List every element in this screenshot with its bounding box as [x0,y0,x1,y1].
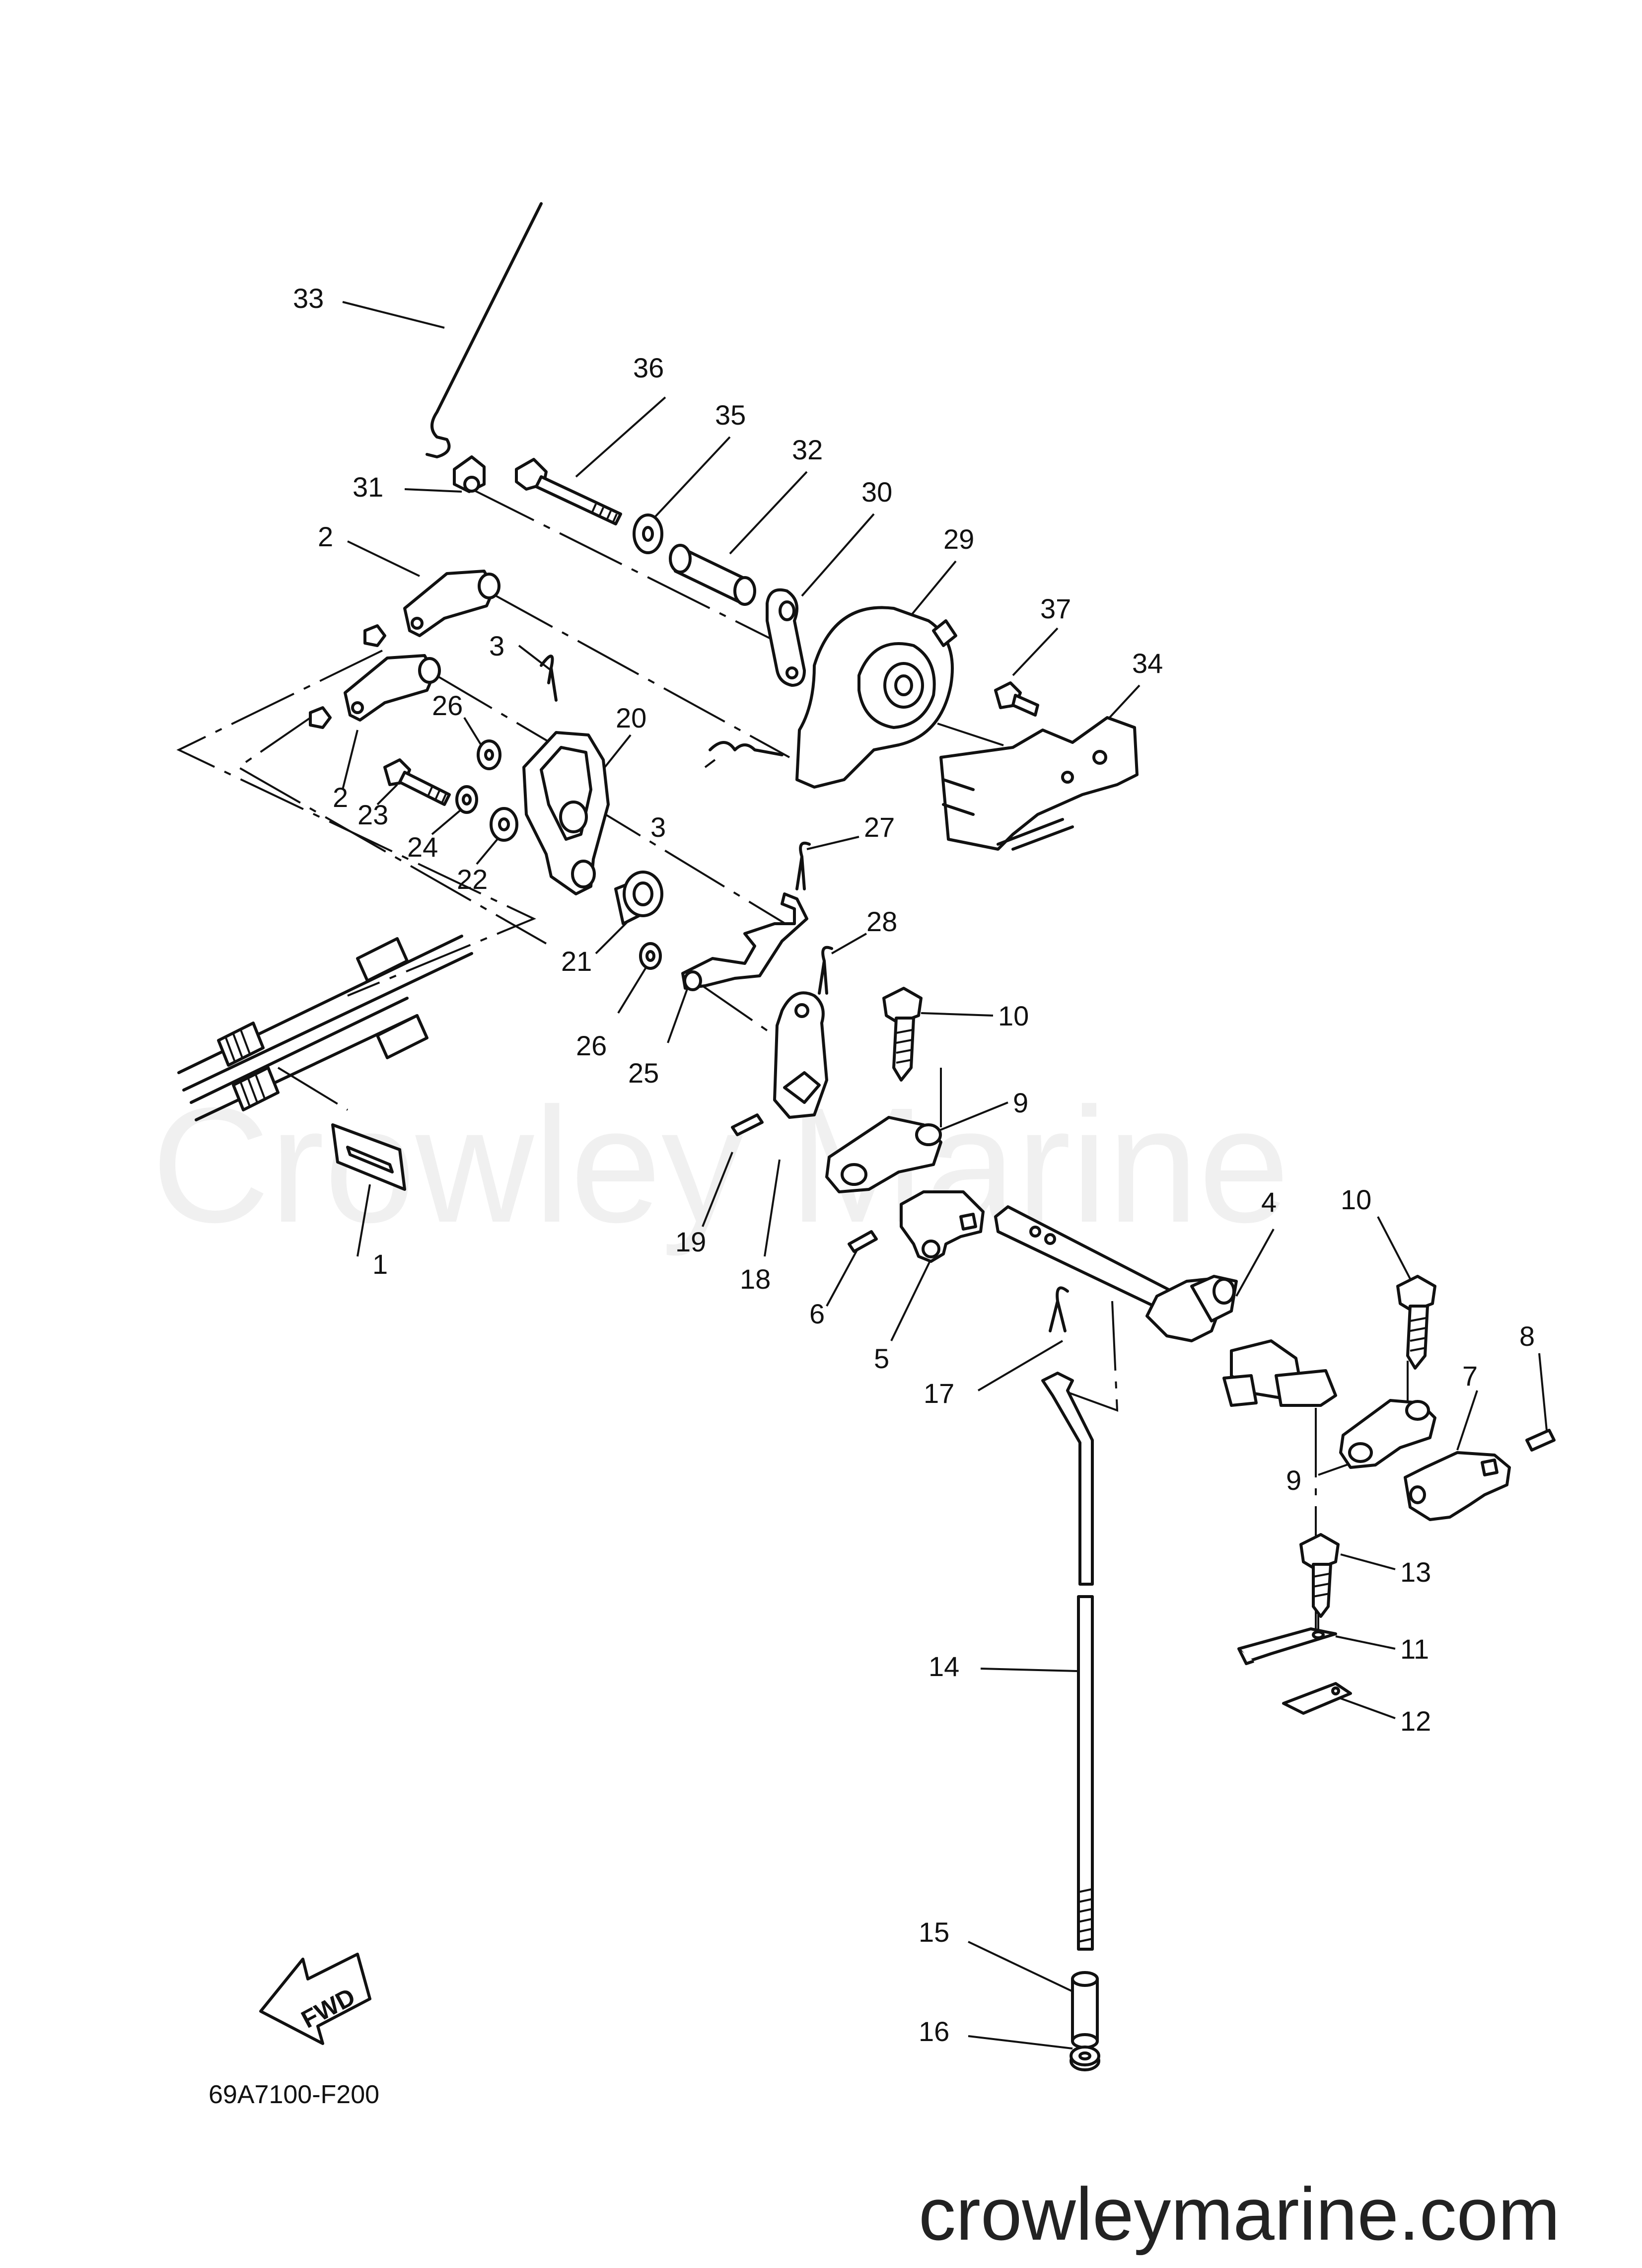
label-19: 19 [675,1226,706,1257]
label-15: 15 [919,1916,949,1948]
label-16: 16 [919,2016,949,2047]
label-32: 32 [792,434,823,465]
label-23: 23 [357,799,388,830]
part-32-collar [669,544,756,606]
part-25-crank [681,892,808,991]
part-21-collar [614,871,663,925]
part-7-arm [1404,1451,1511,1521]
label-26-upper: 26 [432,690,463,721]
label-8: 8 [1519,1320,1535,1352]
part-9-clamp-right [1339,1399,1436,1469]
part-16-washer [1070,2046,1100,2071]
part-labels: 1 2 2 3 3 4 5 6 7 8 9 9 10 10 11 12 13 1… [293,283,1535,2047]
part-11-plate [1237,1627,1337,1665]
part-28-pin [818,946,833,995]
part-26-washer-lower [639,942,662,970]
part-6-pin [848,1230,878,1253]
label-5: 5 [874,1343,889,1374]
part-30-link [766,588,806,687]
part-4-shaft [994,1205,1337,1407]
part-33-rod [426,202,543,458]
part-10-bolt-upper [882,987,923,1082]
part-27-pin [795,841,811,890]
part-18-lever [773,991,828,1119]
label-29: 29 [943,523,974,555]
label-6: 6 [809,1298,825,1329]
part-2-joint-upper [403,570,500,637]
label-28: 28 [866,906,897,937]
label-33: 33 [293,283,324,314]
part-10-bolt-right [1396,1275,1436,1370]
label-7: 7 [1462,1360,1478,1391]
alignment-lines [176,488,1409,1634]
label-3-lower: 3 [650,811,666,843]
part-31-clip [453,455,486,493]
part-20-lever [522,731,610,895]
part-3-pin-lower [709,741,784,756]
label-37: 37 [1040,593,1071,624]
label-24: 24 [407,831,438,863]
part-36-bolt [515,458,622,525]
website-text: crowleymarine.com [919,2172,1560,2256]
label-11: 11 [1400,1633,1429,1665]
label-3-upper: 3 [489,630,504,661]
watermark: Crowley Marine [151,1073,1289,1257]
label-2-upper: 2 [318,521,333,552]
label-9-upper: 9 [1013,1087,1028,1118]
part-9-clamp-upper [825,1116,942,1193]
part-15-collar [1071,1971,1099,2049]
label-26-lower: 26 [576,1030,607,1061]
label-12: 12 [1400,1705,1431,1737]
label-10-upper: 10 [998,1000,1029,1031]
label-25: 25 [628,1057,659,1089]
label-20: 20 [616,702,646,733]
label-31: 31 [353,471,383,503]
label-18: 18 [740,1263,771,1295]
part-34-bracket [939,716,1139,851]
part-5-arm [900,1190,985,1263]
part-23-bolt [383,758,451,806]
label-22: 22 [457,864,488,895]
part-19-pin [731,1113,764,1136]
label-2-lower: 2 [333,782,348,813]
label-34: 34 [1132,648,1163,679]
part-3-pin-upper [540,655,558,702]
part-8-pin [1525,1429,1556,1452]
label-14: 14 [928,1651,959,1682]
part-17-pin [1049,1286,1069,1332]
part-26-washer-upper [477,739,501,770]
label-4: 4 [1261,1186,1277,1218]
label-21: 21 [561,946,592,977]
label-17: 17 [924,1378,954,1409]
part-22-washer [490,807,518,842]
part-37-bolt [994,681,1039,717]
label-9-lower: 9 [1286,1464,1301,1496]
label-10-right: 10 [1341,1184,1371,1215]
label-1: 1 [372,1248,388,1280]
label-35: 35 [715,399,746,431]
part-29-cam [795,606,957,789]
label-30: 30 [861,476,892,508]
part-35-washer [633,513,663,554]
part-2-joint-lower [344,654,441,722]
part-12-plate [1282,1682,1352,1715]
label-13: 13 [1400,1556,1431,1588]
fwd-arrow-icon: FWD [259,1953,371,2045]
part-14-rod [1041,1372,1094,1951]
figure-code: 69A7100-F200 [209,2080,379,2109]
cables [177,935,473,1121]
label-27: 27 [864,811,895,843]
part-24-washer [455,785,478,814]
label-36: 36 [633,352,664,383]
part-13-bolt [1299,1533,1340,1618]
cable-nuts [309,624,386,729]
part-1-label [331,1123,406,1191]
